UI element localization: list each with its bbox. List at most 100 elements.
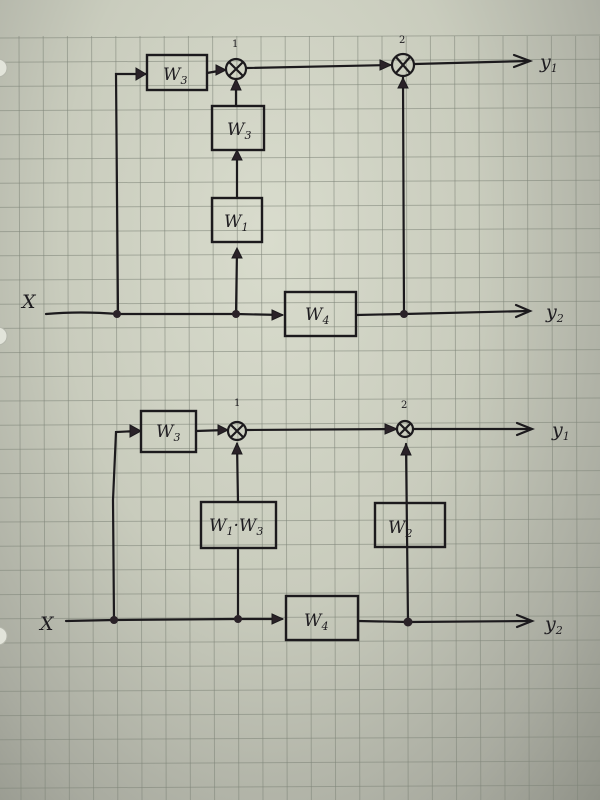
junction-dot — [403, 617, 413, 627]
grid-line-horizontal — [0, 566, 600, 571]
output-label-y1: y1 — [551, 419, 570, 443]
arrow-icon — [231, 148, 243, 161]
arrow-icon — [231, 441, 243, 455]
output-label-y1: y1 — [539, 51, 558, 75]
grid-line-vertical — [333, 35, 337, 800]
grid-line-vertical — [260, 35, 264, 800]
summing-junction-1: 1 — [226, 398, 248, 442]
grid-line-vertical — [163, 35, 167, 800]
junction-dot — [232, 310, 240, 318]
grid-line-horizontal — [0, 736, 600, 741]
wire-s1-to-s2 — [244, 427, 398, 432]
grid-line-vertical — [357, 35, 361, 800]
grid-line-horizontal — [0, 300, 600, 305]
arrow-icon — [271, 613, 285, 625]
summing-junction-1: 1 — [224, 39, 248, 81]
arrow-icon — [515, 613, 535, 629]
grid-line-vertical — [381, 35, 385, 800]
grid-line-horizontal — [0, 373, 600, 378]
grid-line-horizontal — [0, 131, 600, 136]
block-w1-times-w3: W1·W3 — [199, 500, 278, 550]
grid-line-vertical — [18, 35, 22, 800]
grid-line-horizontal — [0, 542, 600, 547]
summer-number: 1 — [234, 398, 240, 409]
grid-line-horizontal — [0, 324, 600, 329]
arrow-icon — [217, 424, 230, 436]
binder-hole — [0, 326, 8, 346]
arrow-icon — [400, 442, 412, 456]
paper-grid — [0, 34, 600, 800]
summing-junction-2: 2 — [395, 400, 415, 439]
wire-s1-to-s2 — [245, 63, 392, 70]
block-w3-forward: W3 — [145, 53, 209, 92]
block-w3-forward: W3 — [139, 409, 198, 454]
grid-line-vertical — [405, 35, 409, 800]
grid-line-vertical — [502, 35, 506, 800]
arrow-icon — [379, 59, 393, 71]
wire-input-main — [44, 311, 284, 317]
wire-input-main — [64, 617, 284, 623]
wire-up-to-s2 — [404, 442, 410, 624]
wire-vert-w1 — [234, 248, 239, 316]
grid-line-horizontal — [0, 760, 600, 765]
arrow-icon — [135, 67, 147, 81]
grid-line-horizontal — [0, 494, 600, 499]
junction-dot — [400, 310, 408, 318]
diagram-bottom: 1 2 W3 W1·W3 W2 W4 X y1 y2 — [38, 398, 570, 642]
grid-line-vertical — [526, 35, 530, 800]
arrow-icon — [129, 424, 143, 438]
junction-dot — [234, 615, 242, 623]
svg-text:W4: W4 — [305, 305, 329, 327]
summer-number: 1 — [232, 39, 238, 50]
arrow-icon — [512, 53, 534, 69]
grid-line-vertical — [454, 35, 458, 800]
grid-line-horizontal — [0, 421, 600, 426]
grid-line-horizontal — [0, 784, 600, 789]
output-label-y2: y2 — [545, 301, 564, 325]
grid-line-vertical — [91, 35, 95, 800]
wire-s2-to-y1 — [413, 59, 530, 66]
grid-line-horizontal — [0, 179, 600, 184]
summing-junction-2: 2 — [390, 35, 416, 78]
grid-line-horizontal — [0, 252, 600, 257]
grid-line-vertical — [212, 35, 216, 800]
binder-hole — [0, 626, 8, 646]
arrow-icon — [230, 77, 242, 91]
grid-line-vertical — [66, 35, 70, 800]
grid-line-horizontal — [0, 615, 600, 620]
junction-dot — [113, 310, 121, 318]
arrow-icon — [397, 76, 409, 89]
grid-line-horizontal — [0, 518, 600, 523]
diagram-top: 1 2 W3 W3 W1 W4 X y1 y2 — [20, 35, 564, 338]
arrow-icon — [271, 309, 285, 321]
grid-line-vertical — [478, 35, 482, 800]
arrow-icon — [514, 303, 533, 319]
grid-line-vertical — [187, 35, 191, 800]
grid-line-horizontal — [0, 107, 600, 112]
svg-text:W2: W2 — [388, 518, 412, 540]
block-w4: W4 — [283, 290, 358, 338]
wire-branch-up — [111, 429, 140, 622]
grid-line-horizontal — [0, 155, 600, 160]
grid-line-horizontal — [0, 58, 600, 63]
grid-line-vertical — [308, 35, 312, 800]
grid-line-vertical — [429, 35, 433, 800]
input-label-x: X — [20, 291, 37, 313]
wire-w4-out — [354, 309, 530, 317]
grid-line-horizontal — [0, 712, 600, 717]
junction-dot — [110, 616, 118, 624]
grid-line-horizontal — [0, 591, 600, 596]
output-label-y2: y2 — [544, 613, 563, 637]
grid-line-horizontal — [0, 276, 600, 281]
svg-text:W3: W3 — [227, 120, 251, 142]
block-w3-vertical: W3 — [210, 104, 266, 152]
grid-line-horizontal — [0, 349, 600, 354]
grid-line-horizontal — [0, 397, 600, 402]
summer-number: 2 — [399, 35, 405, 46]
grid-line-horizontal — [0, 470, 600, 475]
wire-up-to-s2 — [401, 75, 406, 316]
grid-line-horizontal — [0, 203, 600, 208]
svg-text:W4: W4 — [304, 611, 328, 633]
svg-text:W3: W3 — [163, 65, 187, 87]
